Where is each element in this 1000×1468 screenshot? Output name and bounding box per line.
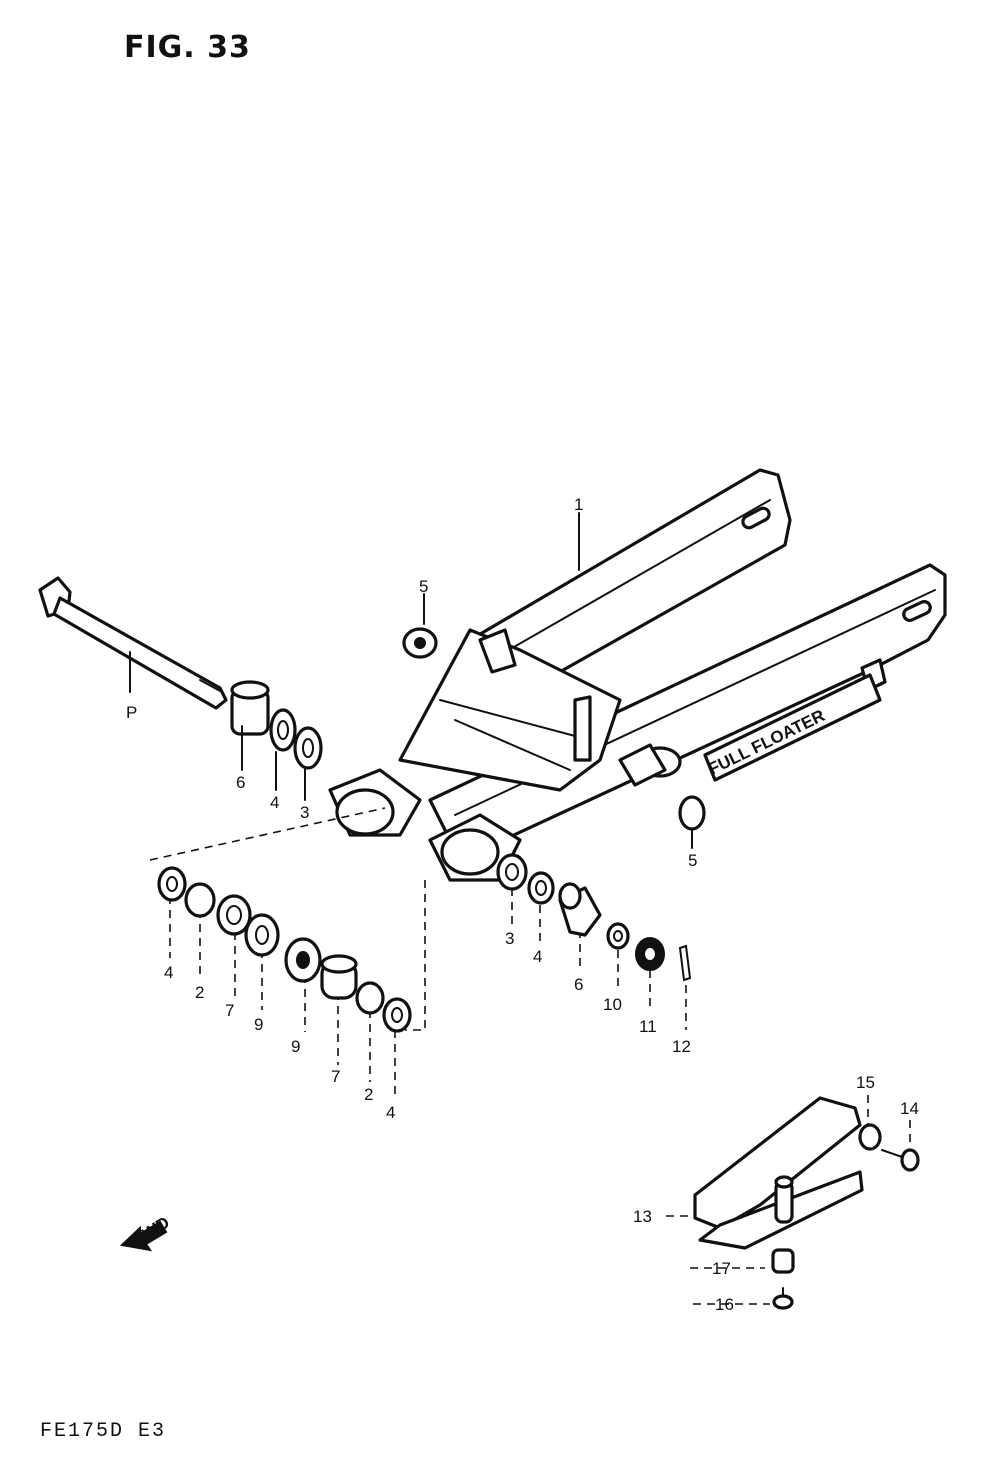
bearing-5-right bbox=[678, 795, 706, 831]
callout-4d: 4 bbox=[533, 947, 542, 966]
callout-10: 10 bbox=[603, 995, 622, 1014]
callout-4c: 4 bbox=[386, 1103, 395, 1122]
callout-5b: 5 bbox=[688, 851, 697, 870]
callout-4b: 4 bbox=[164, 963, 173, 982]
oil-seal-4-left bbox=[269, 708, 297, 752]
callout-2b: 2 bbox=[364, 1085, 373, 1104]
bearing-3-left bbox=[293, 726, 323, 770]
callout-6b: 6 bbox=[574, 975, 583, 994]
figure-title: FIG. 33 bbox=[124, 30, 251, 65]
nut-11 bbox=[635, 937, 665, 971]
oil-seal-4-right bbox=[527, 871, 555, 905]
pivot-shaft-P bbox=[38, 576, 228, 710]
callout-1: 1 bbox=[574, 495, 583, 514]
fwd-label: FWD bbox=[130, 1213, 173, 1250]
callout-14: 14 bbox=[900, 1099, 919, 1118]
collar-6-left bbox=[230, 680, 270, 736]
callout-3a: 3 bbox=[300, 803, 309, 822]
swingarm-part-1 bbox=[328, 468, 947, 882]
callout-11: 11 bbox=[639, 1017, 657, 1036]
callout-9a: 9 bbox=[254, 1015, 263, 1034]
callout-4a: 4 bbox=[270, 793, 279, 812]
callout-16: 16 bbox=[715, 1295, 734, 1314]
callout-P: P bbox=[126, 703, 137, 722]
bearing-5-top bbox=[402, 627, 438, 659]
washer-9-b bbox=[284, 937, 322, 983]
callout-9b: 9 bbox=[291, 1037, 300, 1056]
callout-7a: 7 bbox=[225, 1001, 234, 1020]
collar-15 bbox=[858, 1123, 882, 1151]
spacer-2-b bbox=[355, 981, 385, 1015]
callout-12: 12 bbox=[672, 1037, 691, 1056]
bolt-16 bbox=[772, 1287, 794, 1310]
fwd-arrow bbox=[119, 1220, 168, 1252]
chain-guide-13 bbox=[693, 1096, 864, 1250]
callout-5a: 5 bbox=[419, 577, 428, 596]
washer-9-a bbox=[244, 913, 280, 957]
spacer-17 bbox=[771, 1248, 795, 1274]
model-code: FE175D E3 bbox=[40, 1420, 167, 1443]
cotter-pin-12 bbox=[678, 944, 692, 982]
callout-13: 13 bbox=[633, 1207, 652, 1226]
spacer-2-a bbox=[184, 882, 216, 918]
bushing-7-a bbox=[216, 894, 252, 936]
oil-seal-4-b bbox=[382, 997, 412, 1033]
callout-6a: 6 bbox=[236, 773, 245, 792]
bushing-7-b bbox=[320, 954, 358, 1000]
oil-seal-4-a bbox=[157, 866, 187, 902]
callout-2a: 2 bbox=[195, 983, 204, 1002]
washer-10 bbox=[606, 922, 630, 950]
callout-7b: 7 bbox=[331, 1067, 340, 1086]
callout-3b: 3 bbox=[505, 929, 514, 948]
collar-6-right bbox=[558, 882, 602, 937]
callout-17: 17 bbox=[712, 1259, 731, 1278]
callout-15: 15 bbox=[856, 1073, 875, 1092]
bearing-3-right bbox=[496, 853, 528, 891]
bolt-14 bbox=[881, 1148, 920, 1172]
